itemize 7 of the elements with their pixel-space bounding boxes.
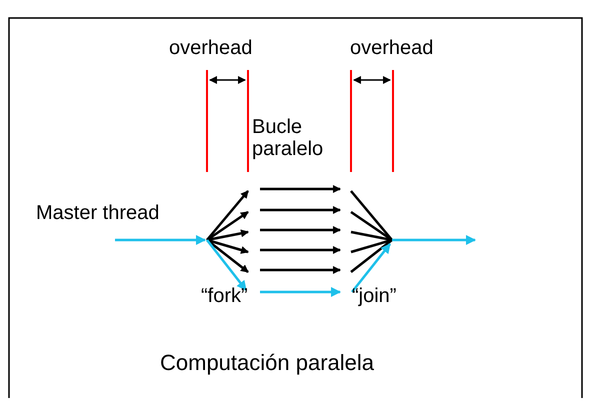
join-label: “join” xyxy=(352,285,396,307)
overhead-label: overhead xyxy=(169,37,252,59)
caption: Computación paralela xyxy=(160,352,374,374)
fork-label: “fork” xyxy=(201,285,248,307)
thread-label: Master thread xyxy=(36,202,160,224)
overhead-label: overhead xyxy=(350,37,434,59)
loop-label: Bucle paralelo xyxy=(252,116,324,160)
